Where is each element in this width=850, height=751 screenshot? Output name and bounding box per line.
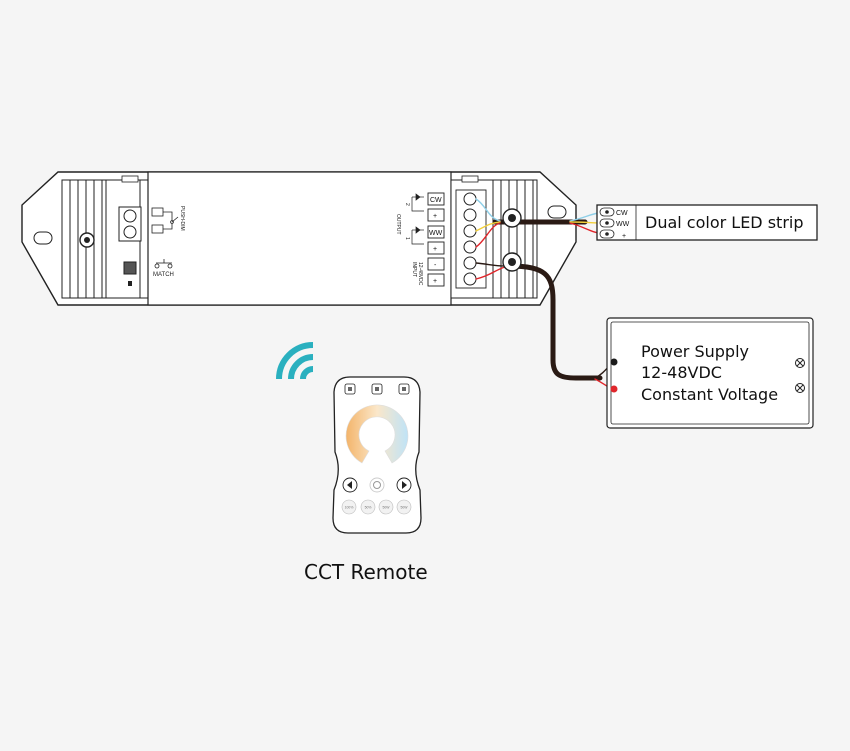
input-label: INPUT — [411, 262, 417, 277]
output-label: OUTPUT — [395, 214, 401, 235]
terminal-minus: - — [434, 262, 437, 269]
remote-preset-buttons — [341, 499, 412, 515]
wire-pos-input-internal — [475, 266, 506, 280]
terminal-plus-1: + — [433, 246, 437, 253]
strip-pin-cw: CW — [616, 210, 628, 217]
preset-1-label: 100% — [345, 506, 354, 510]
cable-grommets — [502, 208, 522, 272]
terminal-ww: WW — [429, 230, 443, 237]
led-strip-body — [596, 204, 818, 241]
cct-touch-ring — [345, 404, 409, 464]
wire-pos-internal — [475, 222, 501, 248]
terminal-cw: CW — [430, 197, 442, 204]
psu-terminal-pos — [610, 385, 618, 393]
channel-2-led-icon — [411, 193, 424, 212]
psu-line-2: 12-48VDC — [641, 363, 722, 382]
right-terminal-block — [450, 179, 494, 299]
power-icon — [373, 481, 381, 489]
power-supply: Power Supply 12-48VDC Constant Voltage — [606, 317, 814, 429]
match-label: MATCH — [153, 272, 174, 278]
preset-2-label: 50% — [365, 506, 372, 510]
psu-line-1: Power Supply — [641, 342, 749, 361]
strip-pin-ww: WW — [616, 221, 630, 228]
input-cable — [507, 263, 603, 381]
left-terminal-block — [118, 206, 142, 242]
led-strip: CW WW + Dual color LED strip — [596, 204, 818, 241]
terminal-plus-2: + — [433, 213, 437, 220]
terminal-labels — [427, 192, 445, 287]
right-fins — [492, 179, 538, 299]
preset-4-label: 50W — [401, 506, 409, 510]
strip-pin-plus: + — [622, 233, 626, 240]
remote-label: CCT Remote — [304, 560, 428, 584]
right-mount-slot — [547, 205, 567, 219]
led-strip-label: Dual color LED strip — [645, 213, 804, 232]
channel-1-label: 1 — [404, 237, 410, 240]
wire-cw-internal — [475, 198, 501, 222]
remote-nav-buttons — [342, 477, 412, 493]
controller-body — [147, 171, 452, 306]
push-dim-switch-icon — [151, 207, 179, 234]
match-button — [123, 261, 137, 275]
psu-line-3: Constant Voltage — [641, 385, 778, 404]
channel-2-label: 2 — [404, 203, 410, 206]
left-mount-slot — [33, 231, 53, 245]
psu-terminal-neg — [610, 358, 618, 366]
terminal-plus-in: + — [433, 278, 437, 285]
preset-3-label: 50W — [383, 506, 391, 510]
wire-neg-internal — [475, 262, 506, 267]
push-dim-label: PUSH-DIM — [179, 206, 185, 231]
wire-ww-internal — [475, 221, 501, 232]
match-icon — [154, 259, 173, 269]
channel-1-led-icon — [411, 226, 424, 245]
controller: PUSH-DIM MATCH OUTPUT 2 1 INPUT 12-48VDC — [21, 171, 577, 306]
psu-screw-icon-1 — [795, 358, 805, 368]
wireless-signal-icon — [276, 342, 314, 380]
input-voltage-label: 12-48VDC — [417, 262, 423, 286]
psu-screw-icon-2 — [795, 383, 805, 393]
cct-remote: 100% 50% 50W 50W — [332, 376, 422, 534]
